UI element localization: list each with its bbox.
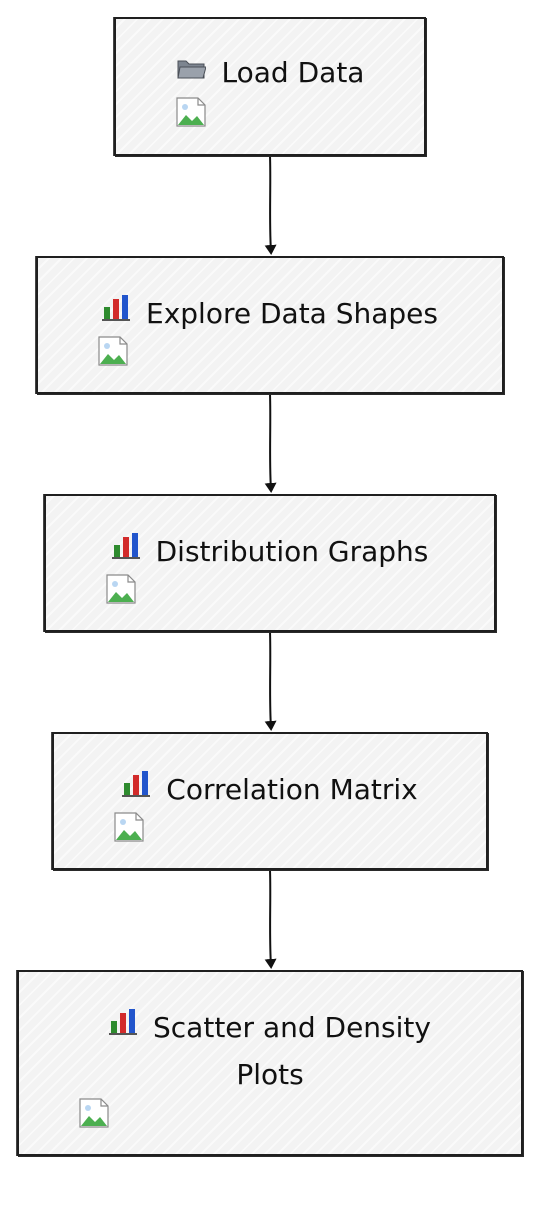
node-explore-data-shapes[interactable]: Explore Data Shapes (36, 256, 504, 394)
broken-image-icon (176, 97, 206, 127)
folder-icon (176, 48, 207, 94)
broken-image-icon (98, 336, 128, 366)
edge-explore-to-distribution (264, 393, 277, 493)
broken-image-icon (106, 574, 136, 604)
broken-image-icon (79, 1098, 109, 1128)
edge-distribution-to-correlation (264, 631, 277, 731)
node-label: Distribution Graphs (155, 535, 429, 568)
bar-chart-icon (109, 1003, 138, 1049)
bar-chart-icon (122, 765, 151, 811)
node-label: Correlation Matrix (166, 773, 418, 806)
bar-chart-icon (102, 289, 130, 335)
edge-correlation-to-scatter (264, 869, 277, 969)
node-load-data[interactable]: Load Data (114, 17, 426, 156)
node-label: Explore Data Shapes (146, 297, 438, 330)
node-label-line1: Scatter and Density (153, 1011, 431, 1044)
edge-load-to-explore (264, 155, 277, 255)
node-scatter-density-plots[interactable]: Scatter and Density Plots (17, 970, 523, 1156)
node-label-line2: Plots (236, 1058, 304, 1091)
node-label: Load Data (221, 56, 365, 89)
bar-chart-icon (111, 527, 140, 573)
node-correlation-matrix[interactable]: Correlation Matrix (52, 732, 488, 870)
node-distribution-graphs[interactable]: Distribution Graphs (44, 494, 496, 632)
broken-image-icon (114, 812, 144, 842)
